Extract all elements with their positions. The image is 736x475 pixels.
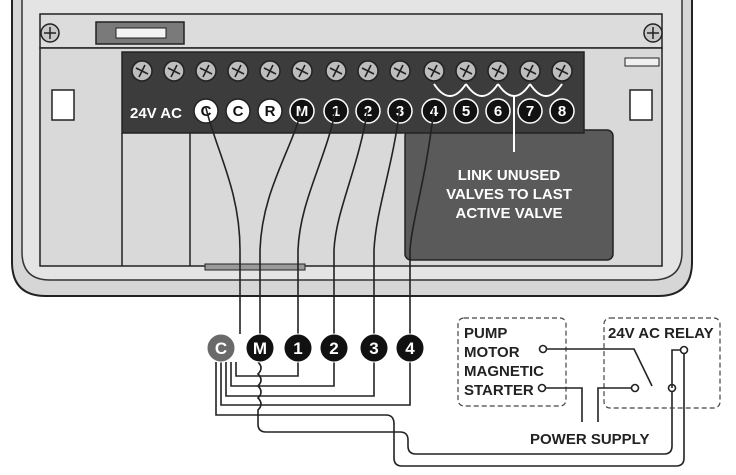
terminal-label: 6 [494, 103, 502, 120]
terminal-screw-12 [487, 60, 509, 82]
field-wire-label-2: 2 [319, 333, 349, 363]
link-note-line-2: VALVES TO LAST [446, 186, 572, 203]
pump-label-line-3: MAGNETIC [464, 363, 544, 380]
controller-wires [205, 107, 435, 296]
field-wire-text: 4 [405, 339, 415, 358]
terminal-screw-10 [423, 60, 445, 82]
field-wire-text: 3 [369, 339, 378, 358]
terminal-screw-14 [551, 60, 573, 82]
relay-contact-terminal [630, 383, 640, 393]
field-wire-text: 2 [329, 339, 338, 358]
link-unused-valves-note: LINK UNUSED VALVES TO LAST ACTIVE VALVE [446, 167, 572, 222]
field-wire-label-3: 3 [359, 333, 389, 363]
field-wire-labels: C M 1 2 3 4 [206, 333, 425, 363]
terminal-5-9: 5 [453, 98, 479, 124]
terminal-screw-11 [455, 60, 477, 82]
field-wire-label-m: M [245, 333, 275, 363]
terminal-screw-4 [227, 60, 249, 82]
relay-coil-link [671, 349, 680, 388]
relay-coil-terminal-1 [679, 345, 689, 355]
field-wire-label-1: 1 [283, 333, 313, 363]
link-note-line-3: ACTIVE VALVE [456, 205, 563, 222]
pump-label-line-2: MOTOR [464, 344, 520, 361]
terminal-label: R [265, 103, 276, 120]
pump-label-line-1: PUMP [464, 325, 507, 342]
field-wire-text: M [253, 339, 267, 358]
relay-box: 24V AC RELAY [603, 317, 721, 409]
terminal-screw-13 [519, 60, 541, 82]
terminal-label: M [296, 103, 309, 120]
terminal-c-2: C [225, 98, 251, 124]
supply-voltage-label: 24V AC [130, 105, 182, 122]
field-wire-text: C [215, 339, 227, 358]
terminal-label: C [233, 103, 244, 120]
terminal-8-12: 8 [549, 98, 575, 124]
valve-link-jumpers [433, 83, 563, 152]
field-wire-label-4: 4 [395, 333, 425, 363]
terminal-screw-2 [163, 60, 185, 82]
terminal-screw-6 [291, 60, 313, 82]
terminal-screw-1 [131, 60, 153, 82]
power-supply-label: POWER SUPPLY [530, 431, 649, 448]
field-wire-label-c: C [206, 333, 236, 363]
terminal-screw-8 [357, 60, 379, 82]
terminal-7-11: 7 [517, 98, 543, 124]
link-note-line-1: LINK UNUSED [458, 167, 561, 184]
motor-terminal [538, 344, 548, 354]
terminal-screws [131, 60, 573, 82]
pump-starter-box: PUMP MOTOR MAGNETIC STARTER [457, 317, 567, 407]
terminal-screw-9 [389, 60, 411, 82]
housing-screw-right [643, 23, 663, 43]
terminal-label: 8 [558, 103, 566, 120]
starter-terminal [537, 383, 547, 393]
terminal-screw-7 [325, 60, 347, 82]
terminal-screw-3 [195, 60, 217, 82]
terminal-screw-5 [259, 60, 281, 82]
terminal-r-3: R [257, 98, 283, 124]
pump-label-line-4: STARTER [464, 382, 534, 399]
terminal-label: 7 [526, 103, 534, 120]
terminal-6-10: 6 [485, 98, 511, 124]
housing-screw-left [40, 23, 60, 43]
field-wire-text: 1 [293, 339, 302, 358]
field-wires [215, 296, 685, 467]
terminal-label: 5 [462, 103, 470, 120]
relay-title: 24V AC RELAY [608, 325, 714, 342]
pump-circuit-wires [546, 348, 653, 422]
